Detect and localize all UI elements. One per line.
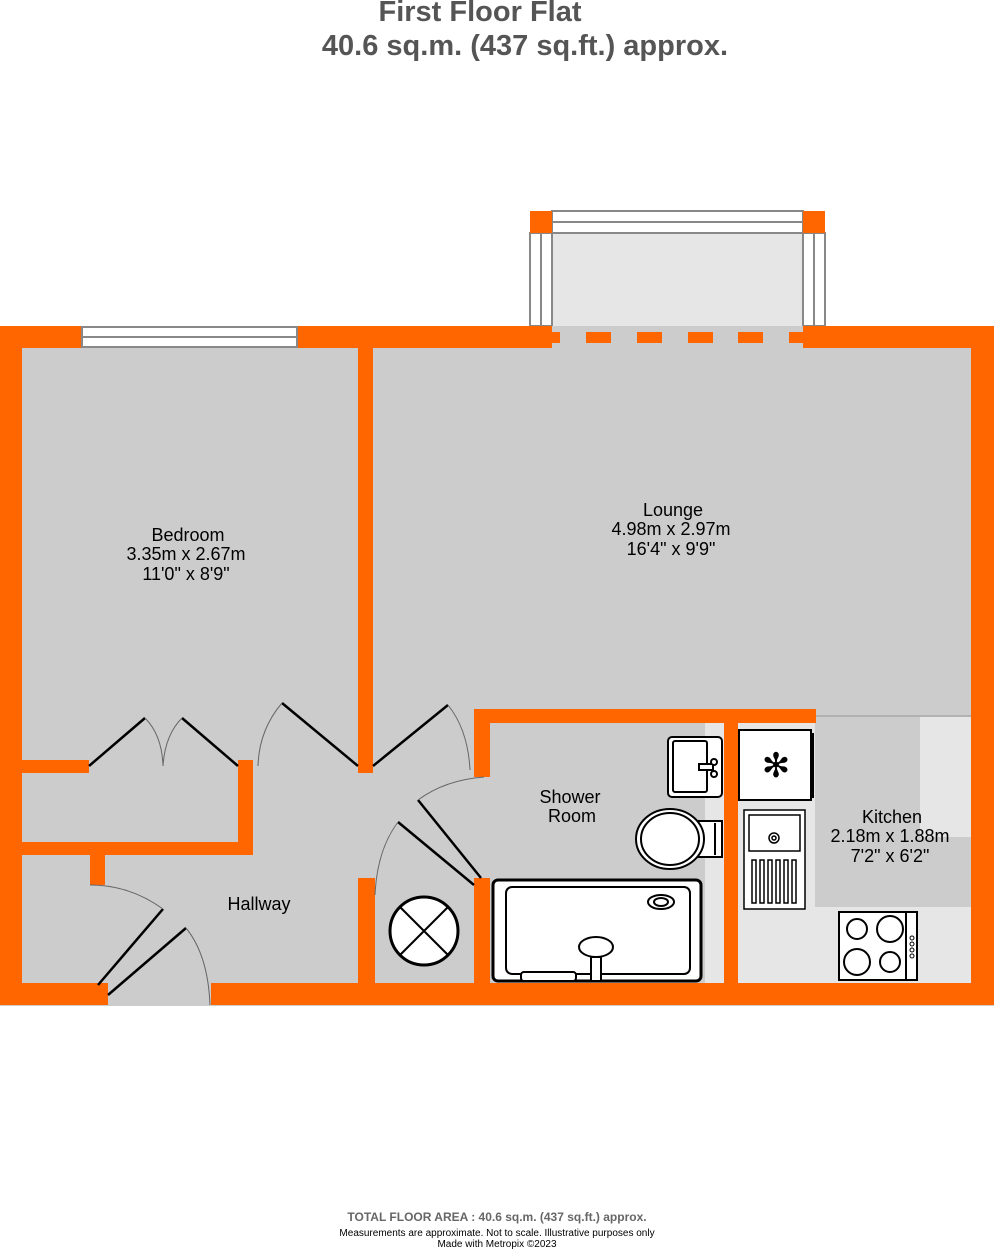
- kitchen-imperial: 7'2" x 6'2": [851, 846, 930, 866]
- shower-room-label-1: Shower: [539, 787, 600, 807]
- kitchen-sink-icon: [743, 809, 806, 910]
- lounge-label: Lounge: [643, 500, 703, 520]
- kitchen-metric: 2.18m x 1.88m: [830, 826, 949, 846]
- lounge-metric: 4.98m x 2.97m: [611, 519, 730, 539]
- bedroom-imperial: 11'0" x 8'9": [142, 564, 229, 584]
- kitchen-label: Kitchen: [862, 807, 922, 827]
- toilet-icon: [635, 808, 723, 870]
- bedroom-window: [81, 326, 298, 348]
- walls: [0, 326, 994, 1005]
- shower-room-label-2: Room: [548, 806, 596, 826]
- doors: [88, 702, 482, 996]
- bedroom-metric: 3.35m x 2.67m: [126, 544, 245, 564]
- bedroom-label: Bedroom: [151, 525, 224, 545]
- hallway-label: Hallway: [227, 894, 290, 914]
- hob-icon: [838, 911, 918, 981]
- fridge-icon: ✻: [738, 729, 814, 801]
- lounge-imperial: 16'4" x 9'9": [627, 539, 716, 559]
- washbasin-icon: [667, 736, 723, 798]
- balcony: [529, 210, 826, 332]
- plan-title: First Floor Flat: [378, 0, 582, 28]
- plan-area: 40.6 sq.m. (437 sq.ft.) approx.: [321, 30, 729, 62]
- svg-text:✻: ✻: [762, 747, 791, 785]
- credit: Made with Metropix ©2023: [437, 1239, 557, 1250]
- disclaimer: Measurements are approximate. Not to sca…: [339, 1228, 655, 1239]
- door-swings: [89, 702, 485, 1006]
- shower-tray-icon: [491, 878, 703, 983]
- boiler-icon: [388, 895, 460, 967]
- total-floor-area: TOTAL FLOOR AREA : 40.6 sq.m. (437 sq.ft…: [347, 1210, 647, 1224]
